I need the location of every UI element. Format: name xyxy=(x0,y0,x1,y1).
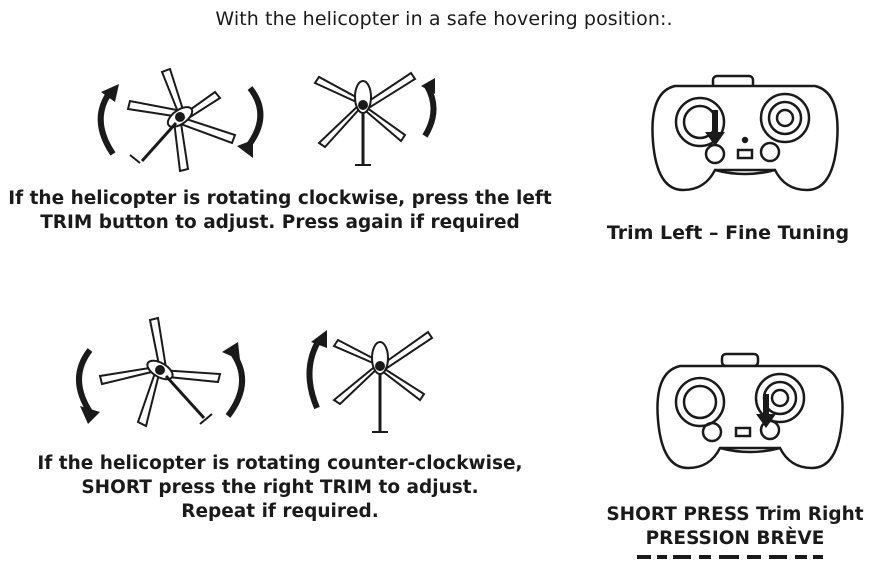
controller-caption-trim-right: SHORT PRESS Trim Right PRESSION BRÈVE xyxy=(590,503,880,551)
instruction-header: With the helicopter in a safe hovering p… xyxy=(215,8,673,30)
controller-trim-right-illustration xyxy=(656,352,844,470)
controller-caption-trim-right-line1: SHORT PRESS Trim Right xyxy=(606,504,864,525)
clockwise-caption-line2: TRIM button to adjust. Press again if re… xyxy=(40,212,520,233)
counterclockwise-caption-line3: Repeat if required. xyxy=(181,501,379,522)
cropped-text-fragment xyxy=(637,555,827,559)
counterclockwise-caption-line1: If the helicopter is rotating counter-cl… xyxy=(37,453,523,474)
helicopter-counterclockwise-angled-illustration xyxy=(76,316,246,428)
helicopter-clockwise-top-illustration xyxy=(313,71,437,166)
controller-trim-left-illustration xyxy=(651,74,839,192)
counterclockwise-caption: If the helicopter is rotating counter-cl… xyxy=(0,452,560,524)
rotation-arrow-left xyxy=(97,90,116,156)
controller-caption-trim-left: Trim Left – Fine Tuning xyxy=(606,222,850,244)
clockwise-caption: If the helicopter is rotating clockwise,… xyxy=(0,187,560,235)
controller-caption-trim-right-line2: PRESSION BRÈVE xyxy=(645,528,825,549)
helicopter-clockwise-angled-illustration xyxy=(97,67,264,173)
counterclockwise-caption-line2: SHORT press the right TRIM to adjust. xyxy=(81,477,479,498)
helicopter-counterclockwise-top-illustration xyxy=(306,330,434,433)
clockwise-caption-line1: If the helicopter is rotating clockwise,… xyxy=(8,188,552,209)
